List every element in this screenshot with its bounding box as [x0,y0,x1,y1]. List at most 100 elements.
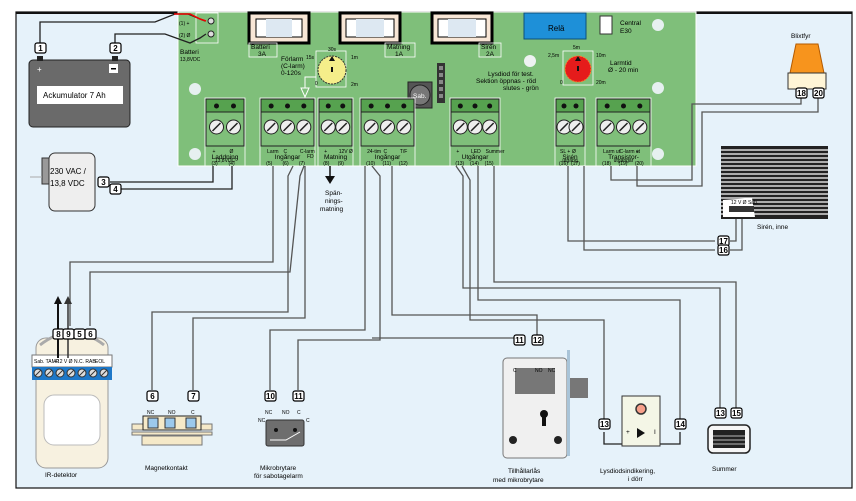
terminal-hole [301,103,307,109]
terminal-number: (11) [383,161,392,167]
lock-label: Tillhållarlås [508,467,541,475]
ir-terminal-label: N.C. RAB [74,359,96,365]
battery-input-label: Batteri [180,49,199,56]
svg-text:2: 2 [113,44,118,53]
micro-switch-label: Mikrobrytare [260,465,297,472]
terminal-hole [401,103,407,109]
terminal-hole [385,103,390,109]
wire-tag: 18 [795,87,808,99]
terminal-hole [487,103,493,109]
door-led-label: i dörr [628,476,644,483]
dial-mark: 30s [328,47,337,53]
fuse-battery[interactable]: Batteri 3A [247,11,311,58]
buzzer-label: Summer [712,466,737,473]
fuse-supply-rating: 1A [395,51,404,58]
terminal-number: (17) [571,161,580,167]
contact-label: NC [258,418,266,424]
dial-mark: 2m [351,82,358,88]
terminal-hole [268,103,274,109]
fuse-battery-rating: 3A [258,51,267,58]
magnet-contact-label: Magnetkontakt [145,465,188,472]
terminal-hole [285,103,290,109]
fuse-siren[interactable]: Sirén 2A [430,11,502,58]
fuse-siren-name: Sirén [481,44,497,51]
terminal-number: (15) [485,161,494,167]
ir-terminal-label: EOL [95,359,105,365]
terminal-top-label: Larm ut [603,149,621,155]
mount-hole [652,19,664,31]
contact-label: C [306,418,310,424]
terminal-block-transistor-out: Larm ut(18)C-larm ut(19)+(20)Transistor-… [595,97,652,167]
terminal-number: (13) [455,161,464,167]
fuse-supply[interactable]: Matning 1A [338,11,416,58]
contact-label: NO [282,410,290,416]
ir-terminal-label: Sab. TAMP [34,359,60,365]
svg-text:7: 7 [191,392,196,401]
terminal-top-label: + [636,149,639,155]
prealarm-pointer-icon [300,87,310,99]
central-logo-icon [599,15,613,35]
terminal-top-label: C [384,149,388,155]
terminal-block-extra: FD [307,154,314,160]
wire-tag: 4 [109,183,122,195]
terminal-top-label: 12V Ø [339,149,353,155]
ir-terminal-label: +12 V Ø [54,359,73,365]
wire-tag: 9 [62,328,75,340]
svg-text:9: 9 [66,330,71,339]
lock-label: med mikrobrytare [493,477,544,484]
wire-tag: 13 [598,418,611,430]
svg-text:13: 13 [600,420,609,429]
wire-tag: 15 [730,407,743,419]
terminal-number: (8) [323,161,329,167]
terminal-hole [340,103,346,109]
terminal-block-title: Matning [324,154,348,161]
ir-detector: Sab. TAMP +12 V Ø N.C. RAB EOL IR-detekt… [31,296,113,479]
fuse-siren-rating: 2A [486,51,495,58]
wire-tag: 2 [109,42,122,54]
wire-tag: 5 [73,328,86,340]
dial-mark: 0 [560,80,563,86]
battery-minus-terminal[interactable] [207,30,215,38]
wire-tag: 10 [264,390,277,402]
alarm-time-range: Ø - 20 min [608,67,639,74]
supply-note: Spän- [325,190,342,197]
wire-tag: 3 [97,176,110,188]
terminal-hole [368,103,374,109]
svg-text:20: 20 [814,89,823,98]
circuit-board: (1) + (2) Ø Batteri 13,8VDC Batteri 3A M… [177,11,697,167]
battery-plus-terminal[interactable] [207,17,215,25]
battery-plus-sign: + [37,65,42,74]
terminal-number: (4) [229,161,235,167]
wire-tag: 13 [714,407,727,419]
terminal-top-label: Ø [572,149,576,155]
mount-hole [189,148,201,160]
supply-arrow-icon [325,176,335,184]
led-test-line: Lysdiod för test. [488,71,534,78]
power-supply-line2: 13,8 VDC [50,179,85,188]
wire-tag: 20 [812,87,825,99]
battery: + Ackumulator 7 Ah [28,56,131,128]
led-test-line: slutes - grön [503,85,539,92]
mount-hole [652,148,664,160]
terminal-hole [573,103,579,109]
dial-mark: 15s [306,55,315,61]
contact-label: C [297,410,301,416]
svg-text:10: 10 [266,392,275,401]
terminal-number: (12) [399,161,408,167]
micro-switch: NC NO C NC C Mikrobrytare för sabotagela… [254,410,310,480]
flash-beacon: Blixtfyr [787,33,827,90]
terminal-top-label: LED [471,149,481,155]
svg-text:6: 6 [150,392,155,401]
wire-tag: 6 [84,328,97,340]
ir-detector-label: IR-detektor [45,472,78,479]
contact-label: NO [168,410,176,416]
svg-text:3: 3 [101,178,106,187]
svg-text:8: 8 [56,330,61,339]
terminal-top-label: T/F [400,149,408,155]
flash-label: Blixtfyr [791,33,811,40]
wire-tag: 7 [187,390,200,402]
